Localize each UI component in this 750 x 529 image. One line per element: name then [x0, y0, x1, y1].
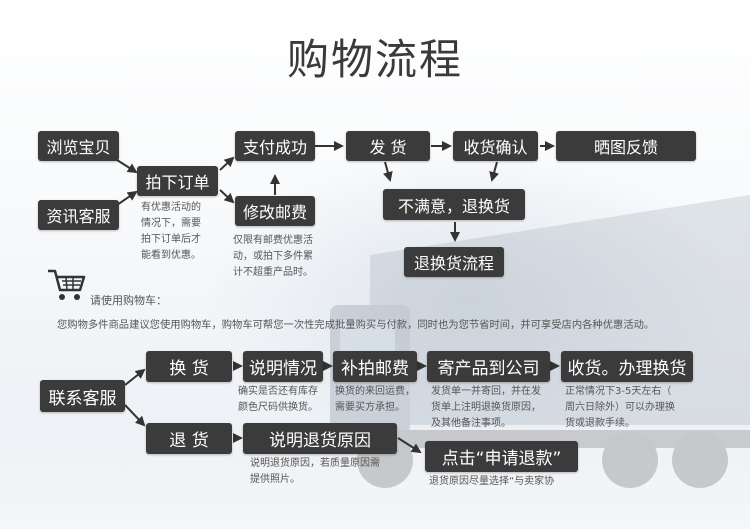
ship-step: 发 货	[346, 131, 430, 161]
modify-postage-step: 修改邮费	[235, 196, 315, 226]
exchange-step: 换 货	[146, 351, 232, 382]
page-title: 购物流程	[286, 35, 463, 84]
payment-success-step: 支付成功	[235, 131, 315, 161]
photo-feedback-step: 晒图反馈	[556, 131, 696, 161]
contact-service-step: 联系客服	[40, 380, 125, 412]
confirm-receipt-step: 收货确认	[453, 131, 538, 161]
cart-description: 您购物多件商品建议您使用购物车，购物车可帮您一次性完成批量购买与付款，同时也为您…	[57, 319, 655, 331]
shopping-cart-icon	[48, 269, 86, 300]
place-order-step: 拍下订单	[137, 166, 218, 196]
send-back-note: 发货单一并寄回，并在发 货单上注明退换货原因， 及其他备注事项。	[431, 386, 541, 429]
explain-situation-step: 说明情况	[243, 351, 323, 382]
reason-note: 说明退货原因，若质量原因需 提供照片。	[250, 458, 380, 485]
receive-exchange-step: 收货。办理换货	[561, 351, 693, 382]
extra-postage-step: 补拍邮费	[333, 351, 417, 382]
refund-note: 退货原因尽量选择“与卖家协	[429, 476, 555, 487]
postage-cost-note: 换货的来回运费， 需要买方承担。	[335, 386, 415, 413]
postage-note: 仅限有邮费优惠活 动，或拍下多件累 计不超重产品时。	[233, 235, 313, 278]
consult-service-step: 资讯客服	[38, 200, 119, 230]
order-note: 有优惠活动的 情况下，需要 拍下订单后才 能看到优惠。	[141, 202, 201, 261]
explain-reason-step: 说明退货原因	[243, 423, 397, 454]
refund-step: 退 货	[146, 423, 232, 454]
return-flow-step: 退换货流程	[404, 247, 504, 277]
receive-note: 正常情况下3-5天左右（ 周六日除外）可以办理换 货或退款手续。	[565, 386, 675, 429]
explain-note: 确实是否还有库存 颜色尺码供换货。	[238, 386, 318, 413]
browse-products-step: 浏览宝贝	[38, 131, 119, 161]
send-to-company-step: 寄产品到公司	[427, 351, 550, 382]
apply-refund-step: 点击“申请退款”	[425, 441, 578, 472]
cart-label: 请使用购物车：	[90, 294, 167, 307]
unsatisfied-return-step: 不满意，退换货	[383, 189, 525, 220]
